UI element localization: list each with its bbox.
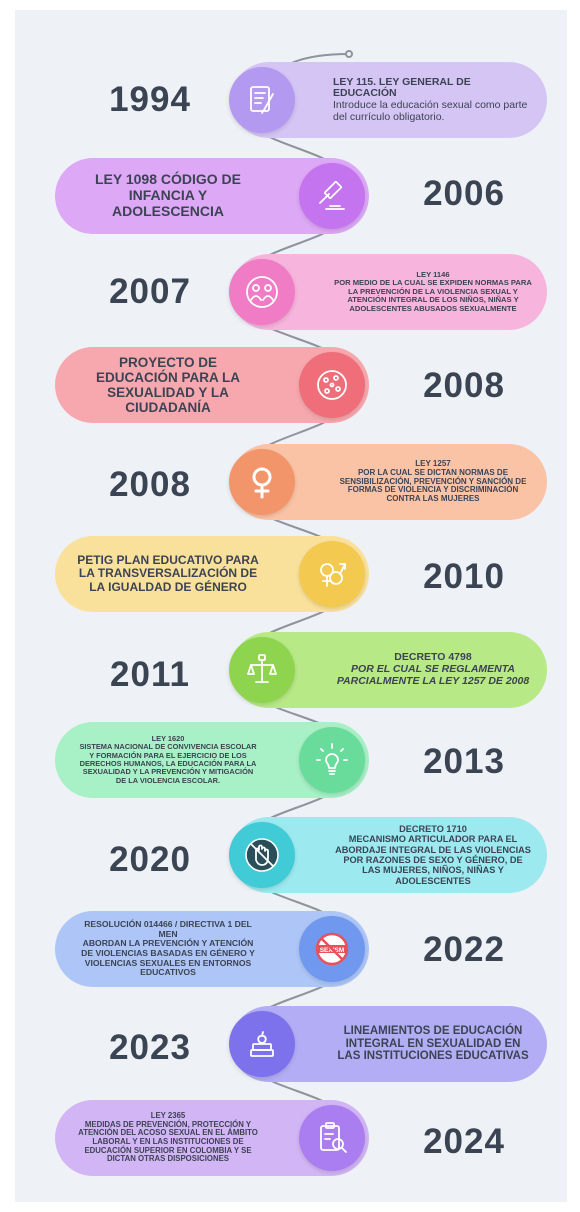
stop-hand-icon: [229, 822, 295, 888]
year-label: 2006: [423, 174, 505, 213]
event-title: RESOLUCIÓN 014466 / DIRECTIVA 1 DEL MEN: [84, 919, 252, 939]
event-title: LEY 1620: [151, 734, 185, 744]
event-description: MECANISMO ARTICULADOR PARA EL ABORDAJE I…: [335, 834, 531, 886]
connector-start-dot: [345, 50, 353, 58]
gavel-icon: [299, 163, 365, 229]
event-card: LEY 115. LEY GENERAL DE EDUCACIÓN Introd…: [231, 62, 547, 138]
clipboard-search-icon: [299, 1105, 365, 1171]
cells-icon: [299, 352, 365, 418]
document-pen-icon: [229, 67, 295, 133]
year-label: 2011: [110, 655, 190, 694]
gender-symbols-icon: [299, 541, 365, 607]
year-label: 2013: [423, 742, 505, 781]
event-description: POR MEDIO DE LA CUAL SE EXPIDEN NORMAS P…: [334, 278, 532, 313]
event-description: SISTEMA NACIONAL DE CONVIVENCIA ESCOLAR …: [79, 742, 257, 785]
event-title: LEY 1098 CÓDIGO DE INFANCIA Y ADOLESCENC…: [94, 171, 241, 219]
fist-scales-icon: [229, 637, 295, 703]
event-title: LEY 115. LEY GENERAL DE EDUCACIÓN: [333, 75, 471, 100]
lightbulb-icon: [299, 727, 365, 793]
year-label: 2022: [423, 930, 505, 969]
event-description: POR EL CUAL SE REGLAMENTA PARCIALMENTE L…: [336, 663, 530, 687]
event-title: LINEAMIENTOS DE EDUCACIÓN INTEGRAL EN SE…: [337, 1024, 529, 1063]
event-description: ABORDAN LA PREVENCIÓN Y ATENCIÓN DE VIOL…: [81, 938, 255, 978]
year-label: 1994: [109, 80, 191, 119]
event-title: LEY 1257: [415, 458, 451, 468]
year-label: 2020: [109, 840, 191, 879]
event-description: POR LA CUAL SE DICTAN NORMAS DE SENSIBIL…: [339, 467, 527, 504]
event-title: DECRETO 4798: [394, 651, 472, 664]
timeline-infographic: 1994 LEY 115. LEY GENERAL DE EDUCACIÓN I…: [15, 10, 567, 1202]
event-title: LEY 1146: [416, 269, 450, 279]
year-label: 2008: [423, 366, 505, 405]
event-description: Introduce la educación sexual como parte…: [333, 99, 528, 123]
event-title: PETIG PLAN EDUCATIVO PARA LA TRANSVERSAL…: [77, 552, 259, 594]
year-label: 2010: [423, 557, 505, 596]
year-label: 2024: [423, 1122, 505, 1161]
event-description: MEDIDAS DE PREVENCIÓN, PROTECCIÓN Y ATEN…: [78, 1119, 258, 1164]
year-label: 2007: [109, 272, 191, 311]
event-title: LEY 2365: [150, 1110, 186, 1120]
year-label: 2008: [109, 465, 191, 504]
year-label: 2023: [109, 1028, 191, 1067]
children-group-icon: [229, 259, 295, 325]
female-symbol-icon: [229, 449, 295, 515]
books-apple-icon: [229, 1011, 295, 1077]
event-title: DECRETO 1710: [399, 824, 467, 835]
event-title: PROYECTO DE EDUCACIÓN PARA LA SEXUALIDAD…: [96, 354, 240, 416]
no-sexism-icon: SEXISM: [299, 916, 365, 982]
